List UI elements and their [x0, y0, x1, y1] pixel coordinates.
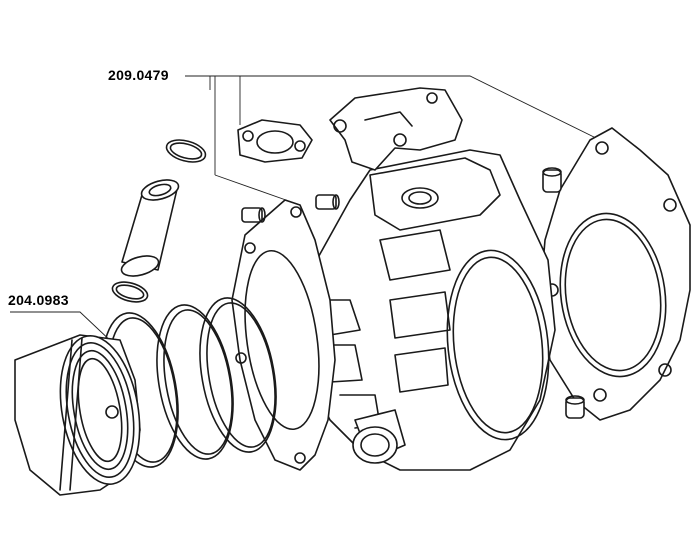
label-piston: 204.0983 [8, 292, 69, 308]
base-gasket [231, 199, 336, 471]
dowel-pin-base-2 [315, 194, 340, 210]
head-gasket [539, 127, 691, 421]
circlip-upper [165, 139, 207, 163]
dowel-pin-lower [565, 395, 585, 419]
piston-rings [101, 297, 277, 468]
piston-pin [120, 179, 180, 277]
dowel-pin-base-1 [241, 207, 266, 223]
dowel-pin-upper [542, 167, 562, 193]
circlip-lower [111, 281, 149, 303]
exhaust-flange [329, 87, 463, 171]
cylinder [299, 149, 556, 471]
exhaust-gasket [237, 119, 313, 163]
piston [14, 334, 141, 496]
label-gasket-kit: 209.0479 [108, 67, 169, 83]
leader-lines [10, 75, 601, 346]
